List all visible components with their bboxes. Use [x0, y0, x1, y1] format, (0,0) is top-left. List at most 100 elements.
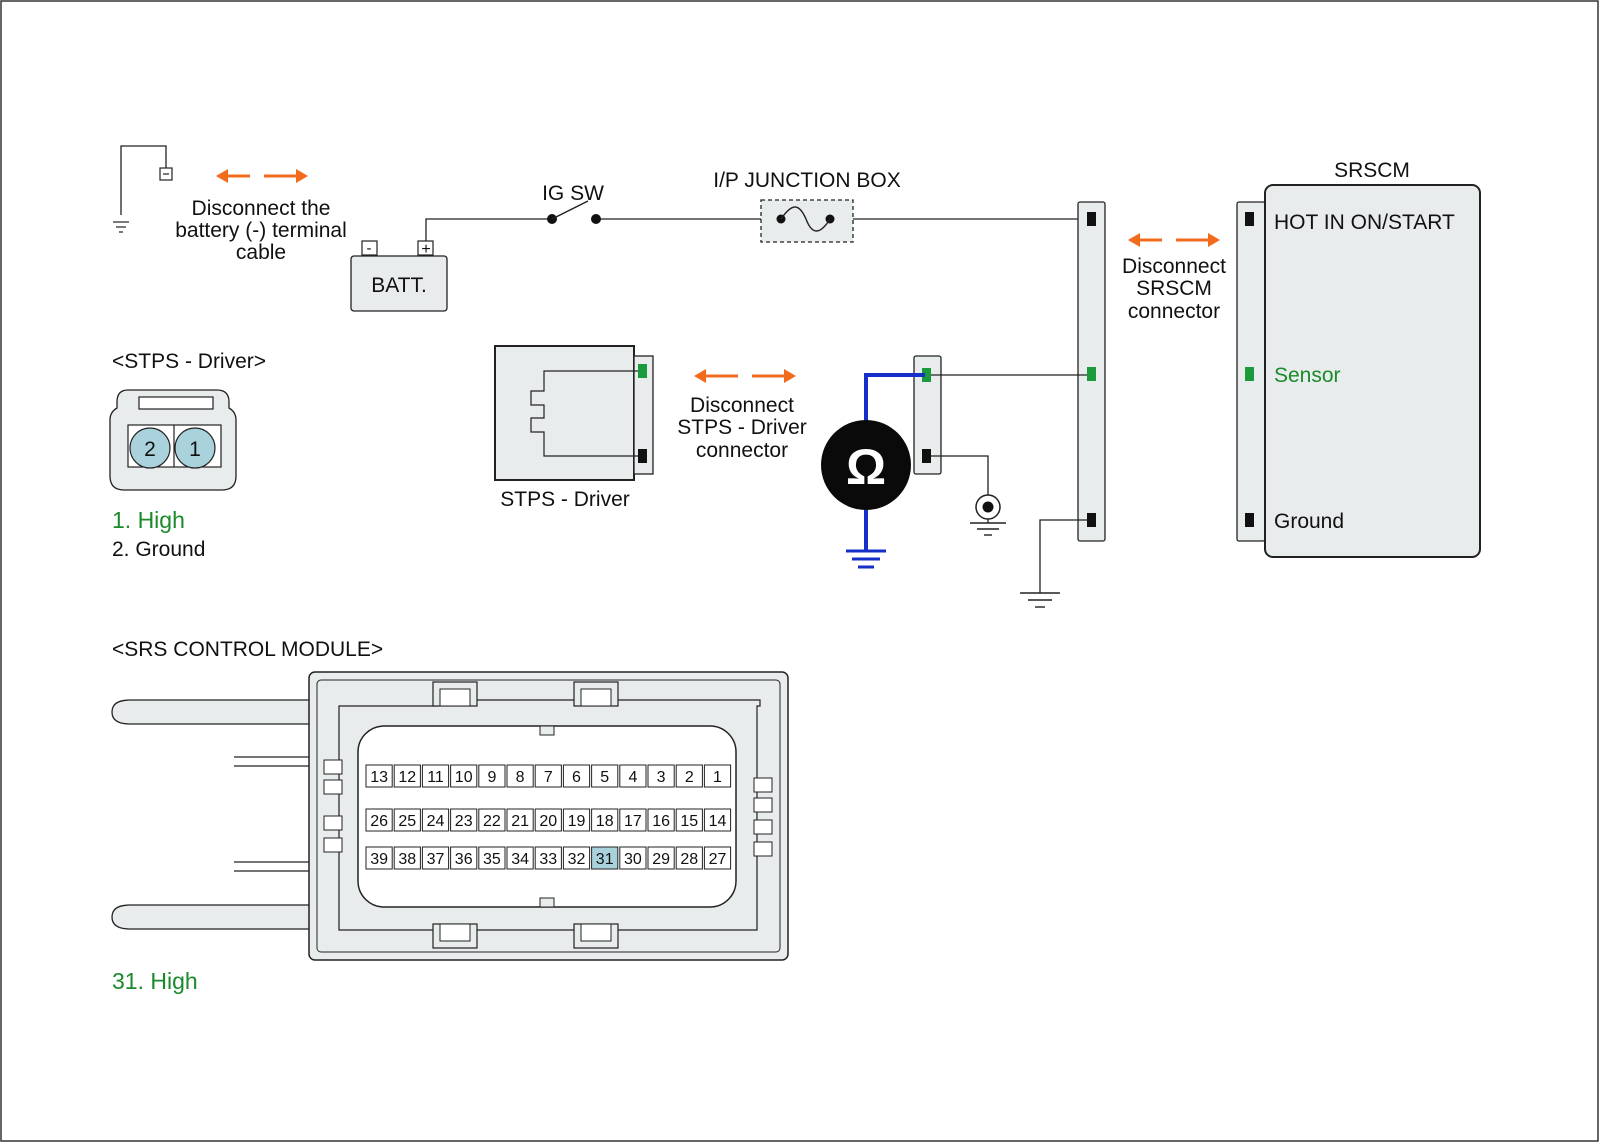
- srs-pin-8: 8: [516, 769, 525, 786]
- srs-module-title: <SRS CONTROL MODULE>: [112, 638, 383, 661]
- srs-pin-cell-18: [591, 808, 619, 832]
- ohmmeter: [821, 373, 925, 569]
- battery-terminal-symbol: [113, 145, 173, 233]
- srs-pin-22: 22: [483, 813, 501, 830]
- srs-pin-33: 33: [539, 851, 557, 868]
- srscm-disconnect-line3: connector: [1128, 300, 1220, 323]
- srs-pin-cell-37: [421, 846, 450, 870]
- srs-pin-cell-35: [478, 846, 506, 870]
- stps-legend-ground: 2. Ground: [112, 538, 205, 561]
- srs-pin-cell-38: [393, 846, 421, 870]
- battery-negative-label: -: [367, 240, 372, 257]
- battery: [350, 240, 448, 312]
- srscm-module: [1236, 184, 1481, 558]
- srs-pin-24: 24: [427, 813, 445, 830]
- stps-driver-label: STPS - Driver: [500, 488, 630, 511]
- ignition-switch: [547, 200, 601, 224]
- srs-pin-cell-26: [365, 808, 393, 832]
- srs-pin-21: 21: [511, 813, 529, 830]
- srscm-harness-connector: [1077, 201, 1106, 542]
- srscm-title: SRSCM: [1334, 159, 1410, 182]
- srs-pin-cell-27: [703, 846, 732, 870]
- srs-pin-cell-33: [534, 846, 562, 870]
- srs-pin-37: 37: [427, 851, 445, 868]
- srs-pin-5: 5: [600, 769, 609, 786]
- srs-pin-cell-39: [365, 846, 393, 870]
- srs-pin-cell-8: [506, 764, 534, 788]
- srs-pin-3: 3: [657, 769, 666, 786]
- srs-pin-cell-3: [647, 764, 675, 788]
- srs-pin-34: 34: [511, 851, 529, 868]
- srs-pin-cell-10: [450, 764, 478, 788]
- srs-pin-11: 11: [427, 769, 444, 786]
- srs-pin-cell-2: [675, 764, 703, 788]
- srs-pin-17: 17: [624, 813, 642, 830]
- supply-wire: [425, 218, 1092, 241]
- srs-pin-10: 10: [455, 769, 473, 786]
- stps-pin-1: 1: [189, 438, 201, 461]
- srs-pin-cell-30: [619, 846, 647, 870]
- srs-pin-36: 36: [455, 851, 473, 868]
- srs-pin-30: 30: [624, 851, 642, 868]
- srs-pin-cell-23: [450, 808, 478, 832]
- chassis-ground: [1020, 519, 1087, 608]
- srs-pin-cell-12: [393, 764, 421, 788]
- srs-pin-cell-5: [591, 764, 619, 788]
- srs-pin-cell-32: [562, 846, 591, 870]
- battery-disconnect-line3: cable: [236, 241, 286, 264]
- stps-connector-title: <STPS - Driver>: [112, 350, 266, 373]
- srs-pin-1: 1: [713, 769, 722, 786]
- stps-disconnect-line1: Disconnect: [690, 394, 794, 417]
- srs-pin-38: 38: [398, 851, 416, 868]
- srs-pin-13: 13: [370, 769, 388, 786]
- battery-label: BATT.: [371, 274, 427, 297]
- srs-pin-29: 29: [652, 851, 670, 868]
- srs-pin-27: 27: [709, 851, 727, 868]
- srs-pin-9: 9: [487, 769, 496, 786]
- stps-disconnect-arrows: [694, 369, 796, 383]
- ig-sw-label: IG SW: [542, 182, 604, 205]
- srscm-disconnect-line1: Disconnect: [1122, 255, 1226, 278]
- sensor-ground-icon: [970, 494, 1006, 536]
- srs-pin-cell-14: [703, 808, 732, 832]
- stps-pin-2: 2: [144, 438, 156, 461]
- srs-pin-cell-16: [647, 808, 675, 832]
- srs-pin-18: 18: [596, 813, 614, 830]
- battery-disconnect-line1: Disconnect the: [192, 197, 331, 220]
- srs-pin-2: 2: [685, 769, 694, 786]
- srs-pin-cell-34: [506, 846, 534, 870]
- stps-connector-face: [109, 389, 237, 491]
- srscm-pin-ground-label: Ground: [1274, 510, 1344, 533]
- srs-pin-cell-29: [647, 846, 675, 870]
- srs-pin-cell-36: [450, 846, 478, 870]
- srs-pin-31: 31: [596, 851, 614, 868]
- srs-pin-32: 32: [568, 851, 586, 868]
- srs-pin-cell-22: [478, 808, 506, 832]
- srs-pin-20: 20: [539, 813, 557, 830]
- srs-pin-28: 28: [680, 851, 698, 868]
- srs-legend-high: 31. High: [112, 968, 198, 994]
- srs-pin-39: 39: [370, 851, 388, 868]
- srscm-pin-sensor-label: Sensor: [1274, 364, 1341, 387]
- stps-harness-connector: [913, 355, 1087, 495]
- stps-disconnect-line3: connector: [696, 439, 788, 462]
- srs-pin-16: 16: [652, 813, 670, 830]
- srs-pin-cell-28: [675, 846, 703, 870]
- srs-pin-35: 35: [483, 851, 501, 868]
- junction-box-fuse: [760, 199, 854, 243]
- srs-pin-14: 14: [709, 813, 727, 830]
- srscm-pin-hot-label: HOT IN ON/START: [1274, 211, 1455, 234]
- srs-pin-cell-4: [619, 764, 647, 788]
- stps-disconnect-line2: STPS - Driver: [677, 416, 807, 439]
- srs-pin-cell-25: [393, 808, 421, 832]
- srs-pin-7: 7: [544, 769, 553, 786]
- battery-disconnect-arrows: [216, 169, 308, 183]
- srs-pin-26: 26: [370, 813, 388, 830]
- srs-pin-12: 12: [398, 769, 416, 786]
- srs-pin-cell-21: [506, 808, 534, 832]
